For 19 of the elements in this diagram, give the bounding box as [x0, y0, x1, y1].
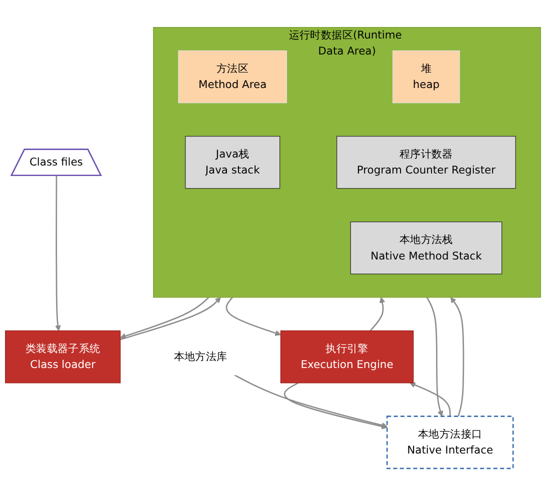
arrow [426, 296, 444, 416]
arrow [120, 296, 210, 338]
node-box: Java栈 Java stack [185, 136, 280, 188]
node-box: 执行引擎 Execution Engine [280, 330, 414, 383]
arrow [370, 296, 386, 331]
arrow [284, 382, 388, 429]
node-box: 本地方法栈 Native Method Stack [350, 221, 502, 274]
arrow [120, 296, 221, 340]
arrow [450, 296, 464, 416]
node-box: 方法区 Method Area [178, 50, 288, 103]
node-box: 本地方法接口 Native Interface [386, 415, 514, 469]
node-box: 堆 heap [392, 50, 460, 103]
node-text: 本地方法库 [174, 350, 228, 362]
arrow [234, 374, 388, 428]
arrow [55, 175, 61, 331]
arrow [410, 382, 451, 416]
node-box: 类装载器子系统 Class loader [5, 330, 121, 383]
node-box: 程序计数器 Program Counter Register [336, 136, 516, 188]
arrow [226, 296, 281, 336]
